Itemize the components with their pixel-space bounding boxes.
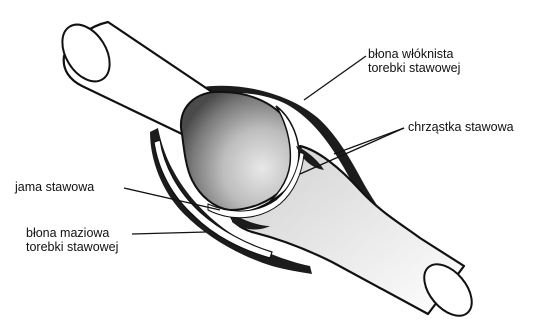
- label-articular-cartilage: chrząstka stawowa: [408, 120, 514, 134]
- leader-synovial: [132, 232, 206, 234]
- label-synovial-membrane-line1: błona maziowa: [26, 226, 118, 240]
- label-synovial-membrane-line2: torebki stawowej: [26, 240, 118, 254]
- label-synovial-membrane: błona maziowa torebki stawowej: [26, 226, 118, 254]
- leader-fibrous: [304, 56, 366, 100]
- label-joint-cavity: jama stawowa: [15, 180, 94, 194]
- label-articular-cartilage-text: chrząstka stawowa: [408, 120, 514, 134]
- label-fibrous-membrane-line2: torebki stawowej: [368, 61, 460, 75]
- label-joint-cavity-text: jama stawowa: [15, 180, 94, 194]
- label-fibrous-membrane-line1: błona włóknista: [368, 47, 460, 61]
- label-fibrous-membrane: błona włóknista torebki stawowej: [368, 47, 460, 75]
- leader-cartilage-1: [334, 128, 404, 154]
